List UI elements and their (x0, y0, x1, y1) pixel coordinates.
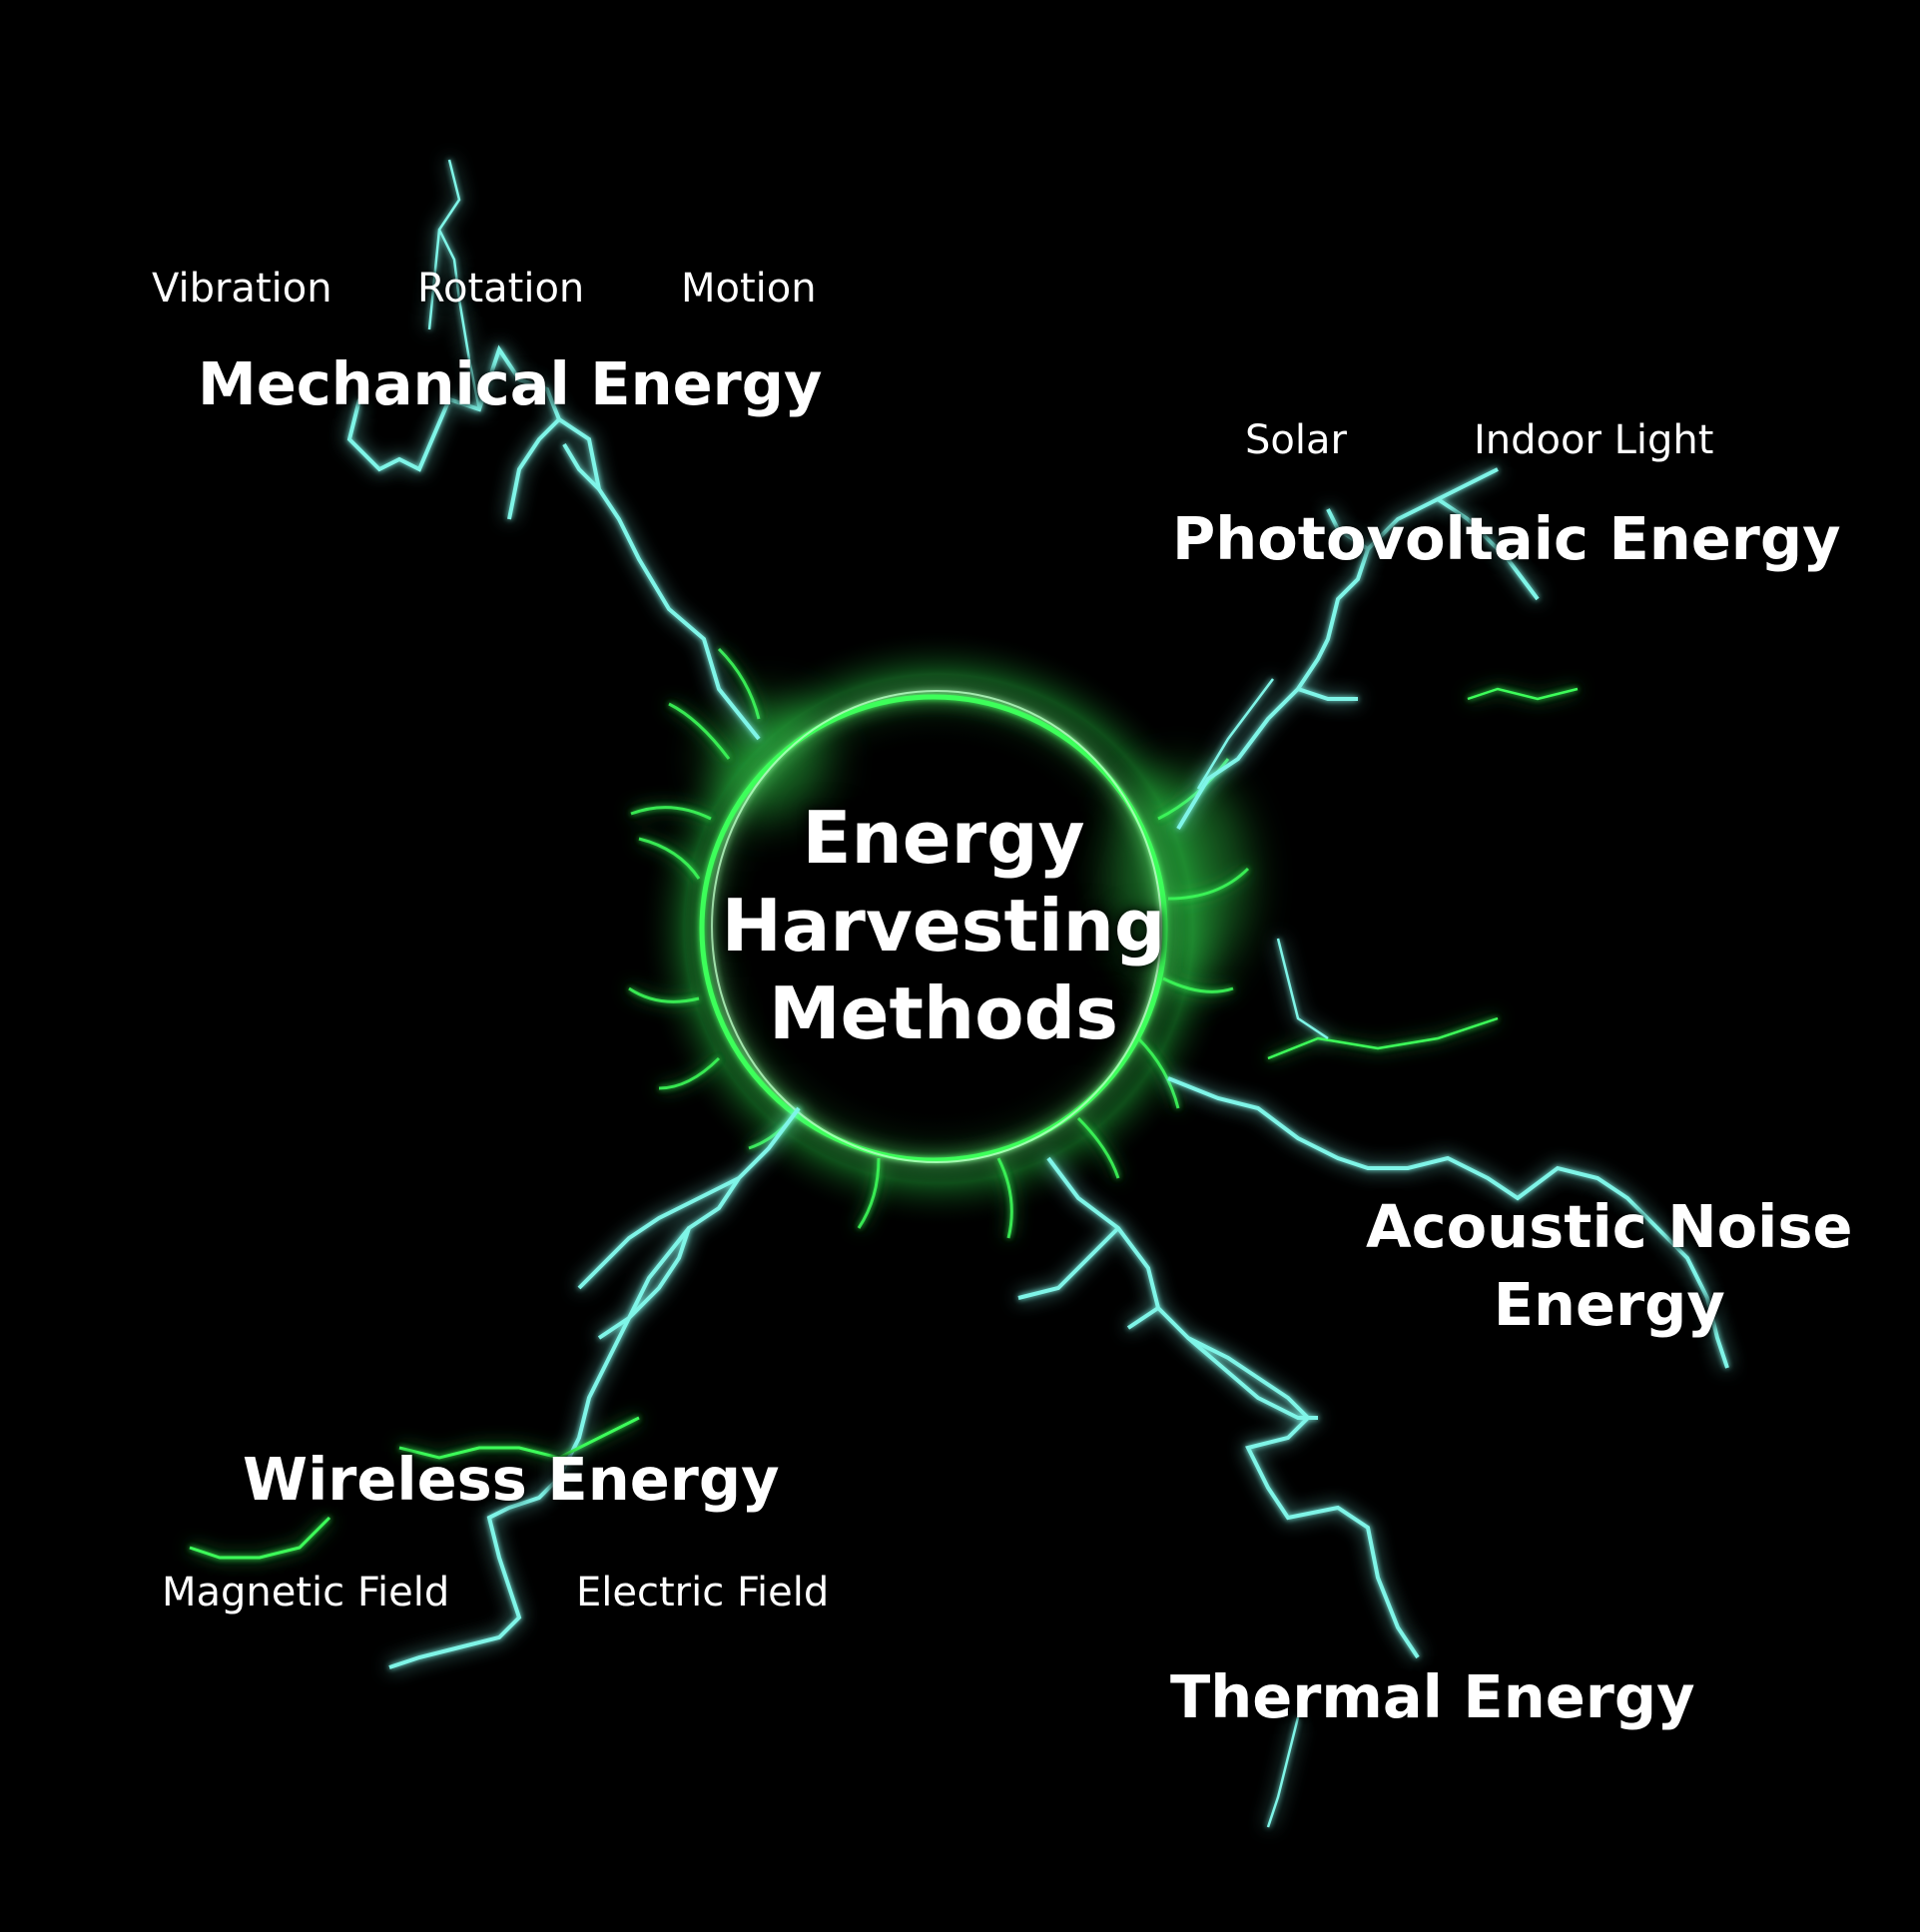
left-flare-glow (709, 699, 829, 819)
acoustic-title-line-2: Energy (1493, 1270, 1725, 1339)
wireless-item-electric-field: Electric Field (576, 1570, 830, 1615)
photovoltaic-energy-title: Photovoltaic Energy (1172, 504, 1841, 573)
mechanical-item-rotation: Rotation (417, 266, 585, 312)
acoustic-title-line-1: Acoustic Noise (1366, 1192, 1853, 1261)
center-title-line-2: Harvesting (721, 884, 1166, 967)
mechanical-energy-title: Mechanical Energy (198, 349, 823, 418)
mechanical-item-vibration: Vibration (152, 266, 332, 312)
bolt-mechanical (346, 159, 761, 741)
center-title: Energy Harvesting Methods (679, 794, 1208, 1057)
center-title-line-1: Energy (802, 796, 1085, 880)
bolt-acoustic (1167, 938, 1729, 1369)
wireless-item-magnetic-field: Magnetic Field (162, 1570, 450, 1615)
bolt-wireless (189, 1106, 801, 1669)
photovoltaic-item-indoor-light: Indoor Light (1474, 417, 1714, 463)
bolt-thermal (1017, 1156, 1420, 1828)
center-title-line-3: Methods (768, 971, 1118, 1055)
wireless-energy-title: Wireless Energy (243, 1445, 780, 1514)
mechanical-item-motion: Motion (681, 266, 817, 312)
energy-ring (628, 647, 1250, 1239)
right-flare-glow (1108, 769, 1248, 988)
acoustic-noise-energy-title: Acoustic Noise Energy (1366, 1188, 1853, 1344)
thermal-energy-title: Thermal Energy (1170, 1662, 1695, 1731)
photovoltaic-item-solar: Solar (1245, 417, 1347, 463)
bolt-photovoltaic (1176, 467, 1579, 831)
